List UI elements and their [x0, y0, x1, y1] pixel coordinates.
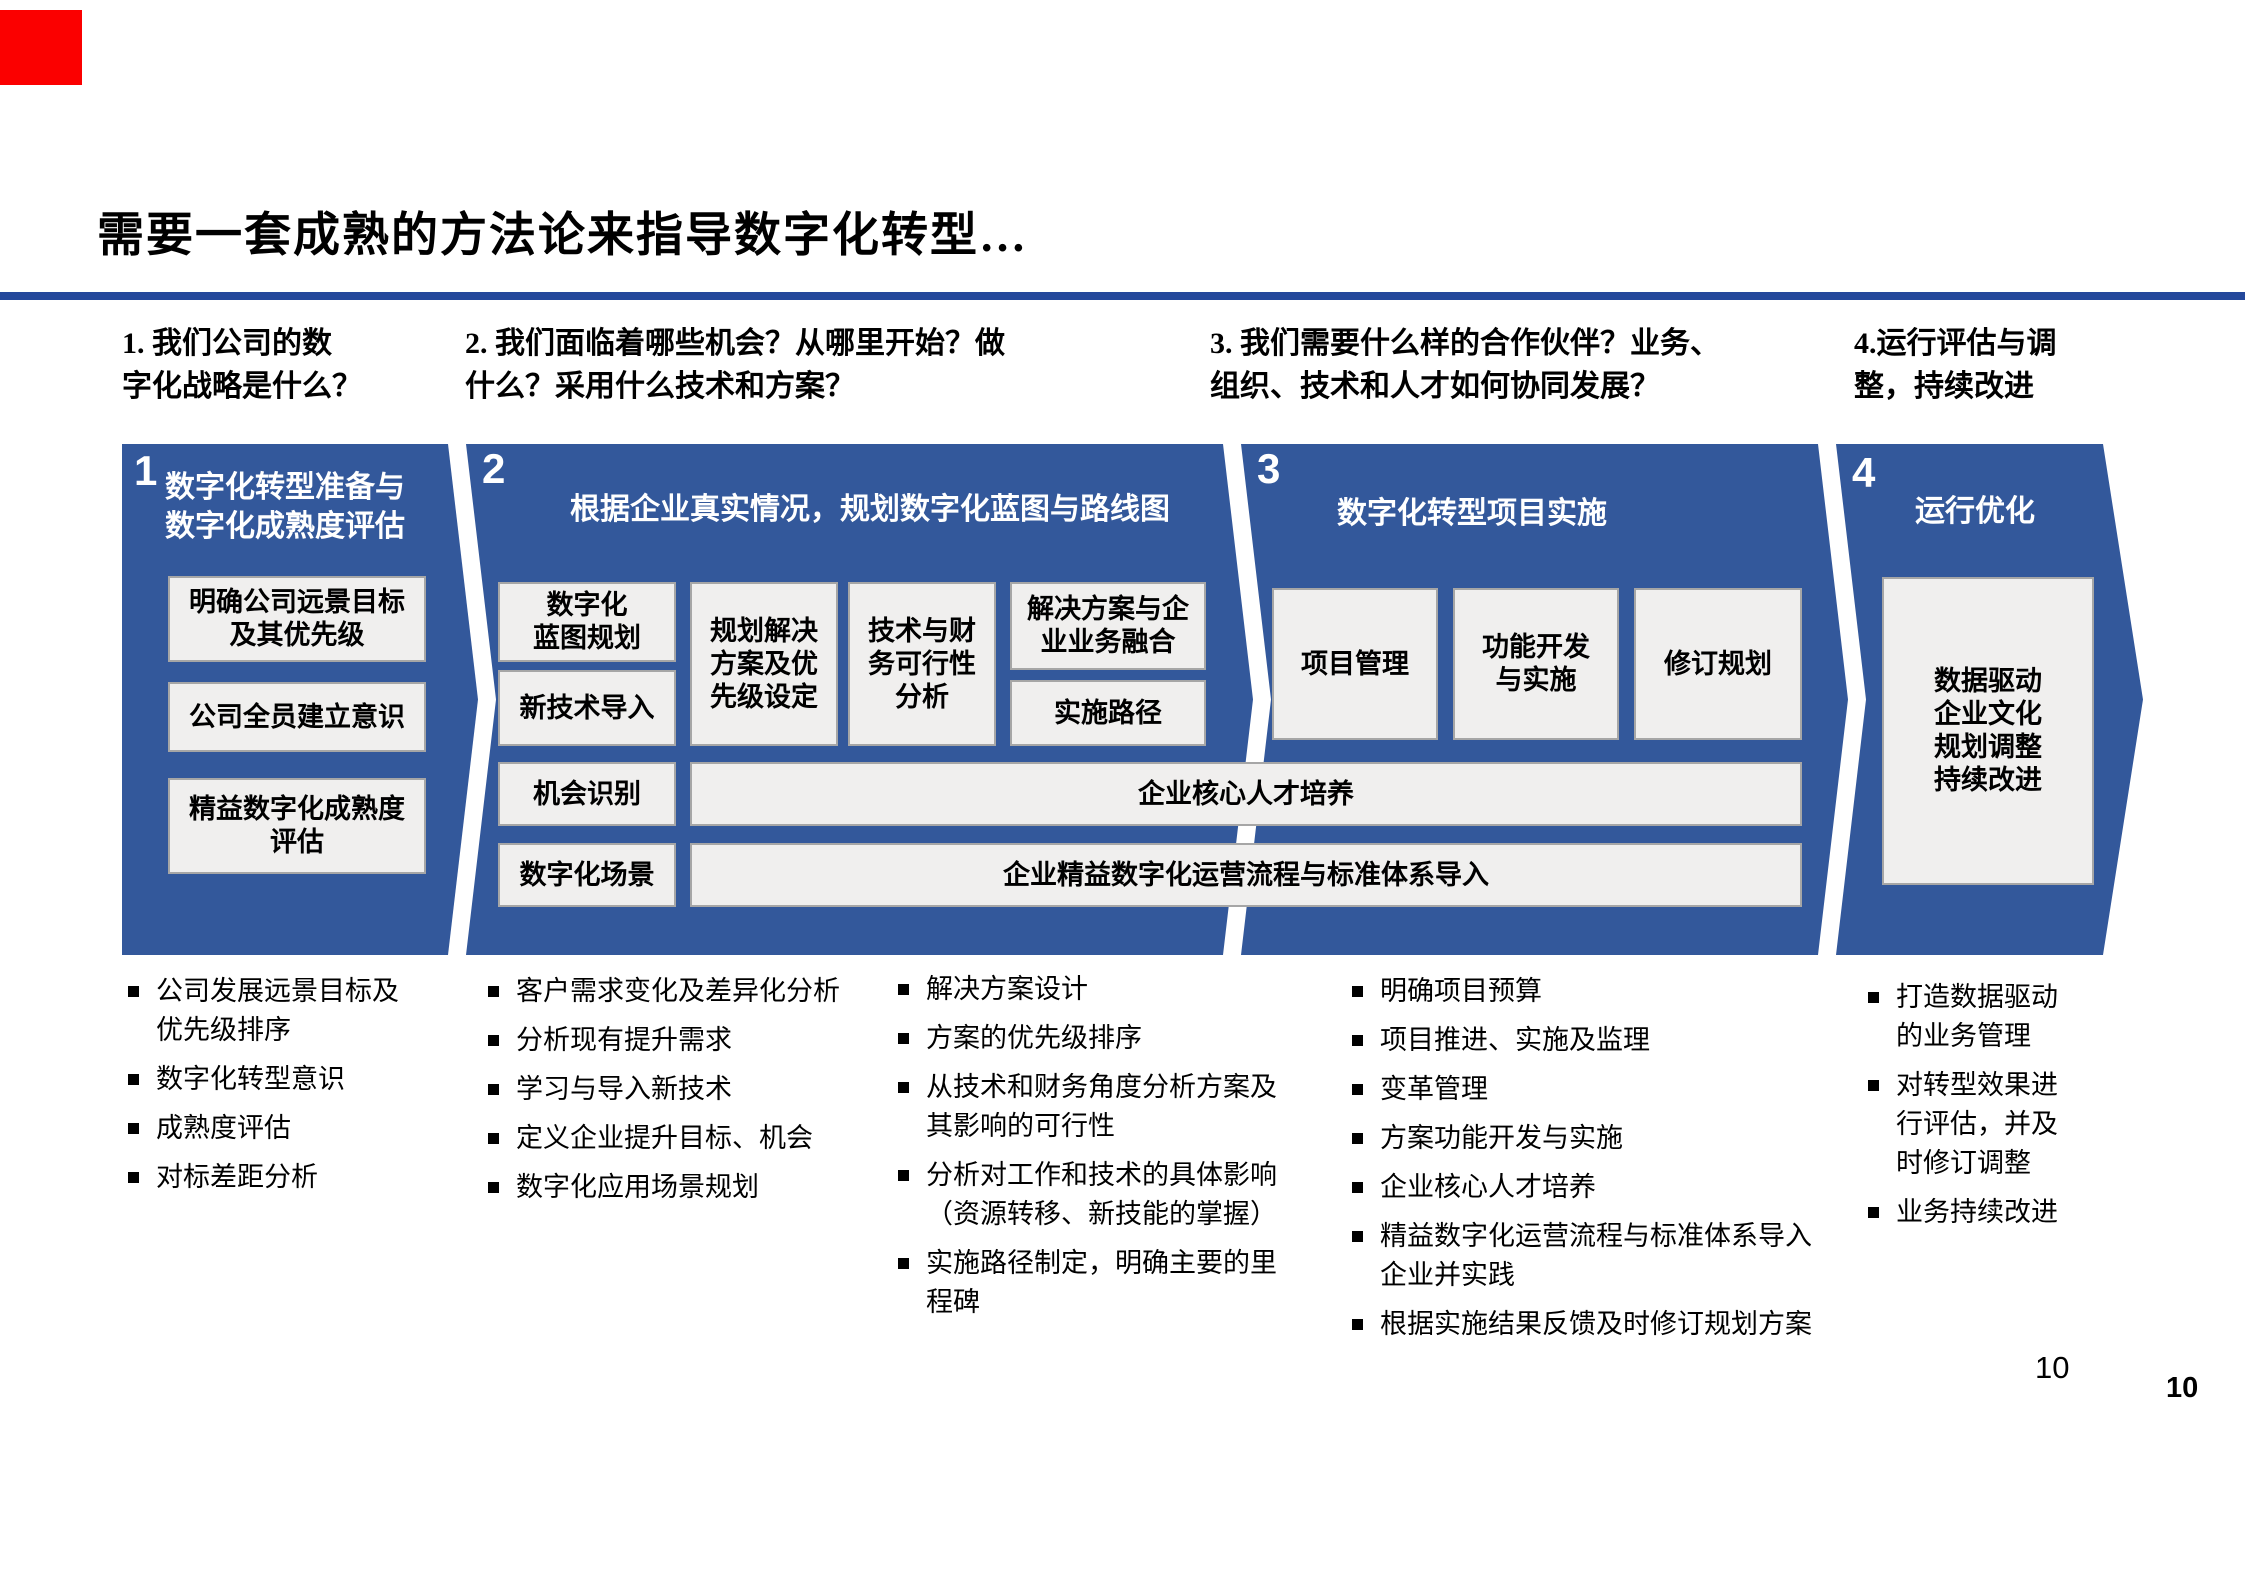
bullet-square-icon — [1352, 986, 1363, 997]
bullet-item: 公司发展远景目标及 优先级排序 — [128, 972, 458, 1050]
bullet-column-3: 解决方案设计 方案的优先级排序 从技术和财务角度分析方案及 其影响的可行性 分析… — [898, 970, 1338, 1332]
bullet-square-icon — [488, 1182, 499, 1193]
stage2-box-tech-finance-feasibility: 技术与财 务可行性 分析 — [848, 582, 996, 746]
stage-number-1: 1 — [134, 447, 158, 494]
bullet-item: 数字化应用场景规划 — [488, 1168, 898, 1207]
stage-header-2: 根据企业真实情况，规划数字化蓝图与路线图 — [570, 493, 1170, 526]
bullet-item: 分析对工作和技术的具体影响 （资源转移、新技能的掌握） — [898, 1156, 1338, 1234]
page-number: 10 — [2035, 1350, 2070, 1385]
stage2-box-solution-priority: 规划解决 方案及优 先级设定 — [690, 582, 838, 746]
stage3-box-function-development: 功能开发 与实施 — [1453, 588, 1619, 740]
bullet-item: 方案的优先级排序 — [898, 1019, 1338, 1058]
bullet-item: 对标差距分析 — [128, 1158, 458, 1197]
bullet-item: 客户需求变化及差异化分析 — [488, 972, 898, 1011]
bullet-square-icon — [898, 1082, 909, 1093]
question-1: 1. 我们公司的数 字化战略是什么？ — [122, 327, 362, 403]
stage2-box-implementation-path: 实施路径 — [1010, 680, 1206, 746]
bullet-item: 分析现有提升需求 — [488, 1021, 898, 1060]
bullet-square-icon — [1352, 1133, 1363, 1144]
question-2: 2. 我们面临着哪些机会？从哪里开始？做 什么？采用什么技术和方案？ — [465, 327, 1005, 403]
bullet-item: 实施路径制定，明确主要的里 程碑 — [898, 1244, 1338, 1322]
bullet-item: 企业核心人才培养 — [1352, 1168, 1862, 1207]
bullet-item: 项目推进、实施及监理 — [1352, 1021, 1862, 1060]
stage3-box-revise-planning: 修订规划 — [1634, 588, 1802, 740]
bullet-column-1: 公司发展远景目标及 优先级排序 数字化转型意识 成熟度评估 对标差距分析 — [128, 972, 458, 1207]
bullet-item: 成熟度评估 — [128, 1109, 458, 1148]
bullet-square-icon — [488, 986, 499, 997]
span-box-lean-digital-operation: 企业精益数字化运营流程与标准体系导入 — [690, 843, 1802, 907]
question-3: 3. 我们需要什么样的合作伙伴？业务、 组织、技术和人才如何协同发展？ — [1210, 327, 1720, 403]
bullet-square-icon — [128, 1074, 139, 1085]
bullet-square-icon — [1868, 1080, 1879, 1091]
stage3-box-project-management: 项目管理 — [1272, 588, 1438, 740]
bullet-square-icon — [488, 1084, 499, 1095]
bullet-column-2: 客户需求变化及差异化分析 分析现有提升需求 学习与导入新技术 定义企业提升目标、… — [488, 972, 898, 1217]
bullet-square-icon — [488, 1035, 499, 1046]
stage1-box-vision-goals: 明确公司远景目标 及其优先级 — [168, 576, 426, 662]
bullet-square-icon — [1352, 1035, 1363, 1046]
bullet-item: 解决方案设计 — [898, 970, 1338, 1009]
bullet-square-icon — [898, 1033, 909, 1044]
bullet-square-icon — [898, 984, 909, 995]
bullet-square-icon — [128, 986, 139, 997]
stage2-box-blueprint-planning: 数字化 蓝图规划 — [498, 582, 676, 662]
bullet-square-icon — [1352, 1182, 1363, 1193]
bullet-square-icon — [1352, 1084, 1363, 1095]
stage2-box-opportunity-identification: 机会识别 — [498, 762, 676, 826]
bullet-item: 对转型效果进 行评估，并及 时修订调整 — [1868, 1066, 2158, 1183]
bullet-square-icon — [488, 1133, 499, 1144]
bullet-square-icon — [128, 1123, 139, 1134]
bullet-square-icon — [1352, 1231, 1363, 1242]
stage2-box-solution-business-fusion: 解决方案与企 业业务融合 — [1010, 582, 1206, 670]
bullet-square-icon — [1868, 1207, 1879, 1218]
bullet-item: 明确项目预算 — [1352, 972, 1862, 1011]
stage-header-4: 运行优化 — [1915, 495, 2035, 528]
bullet-column-4: 明确项目预算 项目推进、实施及监理 变革管理 方案功能开发与实施 企业核心人才培… — [1352, 972, 1862, 1354]
stage-header-3: 数字化转型项目实施 — [1337, 497, 1607, 530]
bullet-item: 精益数字化运营流程与标准体系导入 企业并实践 — [1352, 1217, 1862, 1295]
bullet-item: 从技术和财务角度分析方案及 其影响的可行性 — [898, 1068, 1338, 1146]
stage1-box-maturity-assessment: 精益数字化成熟度 评估 — [168, 778, 426, 874]
bullet-square-icon — [128, 1172, 139, 1183]
bullet-square-icon — [1868, 992, 1879, 1003]
stage-number-4: 4 — [1852, 449, 1876, 496]
bullet-item: 业务持续改进 — [1868, 1193, 2158, 1232]
bullet-square-icon — [898, 1170, 909, 1181]
stage2-box-digital-scenario: 数字化场景 — [498, 843, 676, 907]
span-box-core-talent: 企业核心人才培养 — [690, 762, 1802, 826]
stage-header-1: 数字化转型准备与 数字化成熟度评估 — [165, 471, 405, 543]
bullet-item: 方案功能开发与实施 — [1352, 1119, 1862, 1158]
bullet-item: 定义企业提升目标、机会 — [488, 1119, 898, 1158]
page-number-bold: 10 — [2166, 1372, 2199, 1404]
bullet-item: 变革管理 — [1352, 1070, 1862, 1109]
stage-number-2: 2 — [482, 445, 506, 492]
bullet-item: 数字化转型意识 — [128, 1060, 458, 1099]
stage2-box-new-tech-intro: 新技术导入 — [498, 670, 676, 746]
bullet-item: 打造数据驱动 的业务管理 — [1868, 978, 2158, 1056]
bullet-square-icon — [1352, 1319, 1363, 1330]
stage1-box-awareness: 公司全员建立意识 — [168, 682, 426, 752]
bullet-square-icon — [898, 1258, 909, 1269]
title-divider — [0, 292, 2245, 300]
question-4: 4.运行评估与调 整，持续改进 — [1854, 327, 2057, 403]
red-corner-marker — [0, 10, 82, 85]
bullet-item: 学习与导入新技术 — [488, 1070, 898, 1109]
bullet-item: 根据实施结果反馈及时修订规划方案 — [1352, 1305, 1862, 1344]
stage-number-3: 3 — [1257, 445, 1281, 492]
bullet-column-5: 打造数据驱动 的业务管理 对转型效果进 行评估，并及 时修订调整 业务持续改进 — [1868, 978, 2158, 1242]
page-title: 需要一套成熟的方法论来指导数字化转型… — [97, 210, 1028, 262]
stage4-box-data-driven-culture: 数据驱动 企业文化 规划调整 持续改进 — [1882, 577, 2094, 885]
